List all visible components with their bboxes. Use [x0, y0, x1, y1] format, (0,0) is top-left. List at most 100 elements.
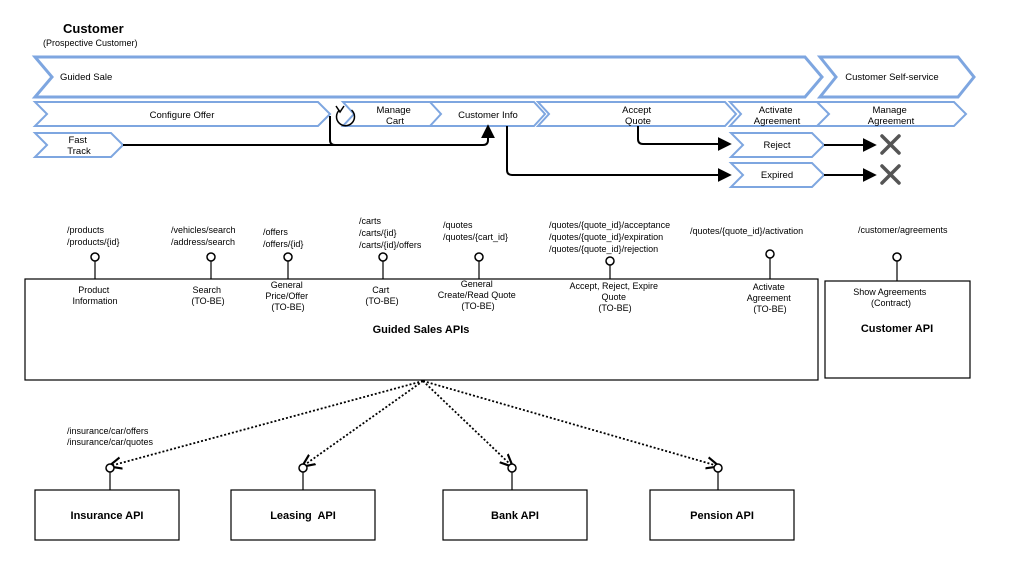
step-customer-info-shape: [427, 101, 547, 127]
endpoint-label: Product Information: [72, 285, 117, 306]
backend-leasing-api: Leasing API: [230, 463, 376, 541]
endpoint-paths: /insurance/car/offers /insurance/car/quo…: [67, 426, 154, 447]
endpoint-product-information: /products /products/{id} Product Informa…: [67, 225, 120, 306]
guided-sales-api-title: Guided Sales APIs: [373, 324, 470, 336]
flow-arrows: [123, 116, 877, 182]
backend-insurance-api: /insurance/car/offers /insurance/car/quo…: [34, 426, 180, 541]
pension-api-title: Pension API: [690, 510, 754, 522]
step-reject-label: Reject: [764, 140, 791, 151]
step-manage-agreement-label: Manage Agreement: [868, 105, 915, 127]
step-configure-offer: Configure Offer: [32, 101, 332, 127]
endpoint-paths: /customer/agreements: [858, 225, 948, 235]
flow-fast-track-to-customer-info: [123, 124, 495, 146]
dependency-leasing: [303, 380, 424, 466]
step-configure-offer-label: Configure Offer: [150, 110, 215, 121]
interface-icon: [206, 252, 216, 262]
step-fast-track-label: Fast Track: [67, 135, 91, 157]
loop-icon: [335, 105, 356, 127]
endpoint-general-price-offer: /offers /offers/{id} General Price/Offer…: [263, 227, 310, 312]
step-manage-agreement: Manage Agreement: [814, 101, 968, 127]
insurance-api-box: [34, 489, 180, 541]
interface-icon: [713, 463, 723, 473]
customer-api-title: Customer API: [861, 323, 933, 335]
endpoint-label: Cart (TO-BE): [365, 285, 398, 306]
dependency-pension: [422, 380, 718, 466]
interface-icon: [378, 252, 388, 262]
step-manage-agreement-shape: [814, 101, 968, 127]
step-accept-quote-line-2: Quote: [625, 116, 651, 127]
endpoint-label: Show Agreements (Contract): [853, 287, 929, 308]
interface-icon: [507, 463, 517, 473]
step-manage-agreement-line-1: Manage: [873, 105, 907, 116]
flow-accept-quote-to-reject: [637, 126, 732, 151]
phase-self-service: Customer Self-service: [816, 55, 976, 99]
endpoint-paths: /quotes/{quote_id}/acceptance /quotes/{q…: [549, 220, 673, 254]
endpoint-label: General Price/Offer (TO-BE): [265, 280, 310, 312]
guided-sales-api: Guided Sales APIs /products /products/{i…: [24, 216, 819, 381]
endpoint-show-agreements: /customer/agreements Show Agreements (Co…: [853, 225, 948, 308]
pension-api-box: [649, 489, 795, 541]
flow-customer-info-to-expired: [506, 126, 732, 182]
interface-icon: [283, 252, 293, 262]
endpoint-create-read-quote: /quotes /quotes/{cart_id} General Create…: [438, 220, 519, 311]
endpoint-activate-agreement: /quotes/{quote_id}/activation Activate A…: [690, 226, 803, 314]
step-accept-quote-shape: [535, 101, 738, 127]
step-expired: Expired: [728, 162, 826, 188]
step-expired-label: Expired: [761, 170, 793, 181]
actor-title: Customer: [63, 21, 124, 36]
step-accept-quote: Accept Quote: [535, 101, 738, 127]
backend-pension-api: Pension API: [649, 463, 795, 541]
step-activate-agreement-label: Activate Agreement: [754, 105, 801, 127]
step-reject-shape: [728, 132, 826, 158]
interface-icon: [105, 463, 115, 473]
endpoint-label: General Create/Read Quote (TO-BE): [438, 279, 519, 311]
endpoint-accept-reject-expire-quote: /quotes/{quote_id}/acceptance /quotes/{q…: [549, 220, 673, 313]
flow-configure-to-customer-info: [329, 116, 483, 146]
dependency-bank: [422, 380, 512, 466]
interface-icon: [90, 252, 100, 262]
endpoint-paths: /products /products/{id}: [67, 225, 120, 247]
step-fast-track-shape: [32, 132, 125, 158]
backend-bank-api: Bank API: [442, 463, 588, 541]
step-manage-cart-label: Manage Cart: [377, 105, 414, 127]
step-expired-shape: [728, 162, 826, 188]
endpoint-paths: /quotes /quotes/{cart_id}: [443, 220, 508, 242]
step-manage-agreement-line-2: Agreement: [868, 116, 915, 127]
cross-icon-reject: [880, 134, 901, 155]
dependency-insurance: [110, 380, 424, 466]
step-fast-track: Fast Track: [32, 132, 125, 158]
step-reject: Reject: [728, 132, 826, 158]
loop-icon-head: [335, 105, 345, 114]
interface-icon: [765, 249, 775, 259]
actor-subtitle: (Prospective Customer): [43, 38, 138, 48]
endpoint-paths: /quotes/{quote_id}/activation: [690, 226, 803, 236]
step-customer-info: Customer Info: [427, 101, 547, 127]
endpoint-paths: /carts /carts/{id} /carts/{id}/offers: [359, 216, 422, 250]
endpoint-search: /vehicles/search /address/search Search …: [171, 225, 238, 306]
endpoint-label: Activate Agreement (TO-BE): [747, 282, 794, 314]
step-fast-track-line-1: Fast: [68, 135, 87, 146]
bank-api-title: Bank API: [491, 510, 539, 522]
insurance-api-title: Insurance API: [71, 510, 144, 522]
dependency-arrows: [110, 380, 718, 466]
step-activate-agreement-line-2: Agreement: [754, 116, 801, 127]
phase-self-service-shape: [816, 55, 976, 99]
step-accept-quote-line-1: Accept: [622, 105, 651, 116]
step-manage-cart: Manage Cart: [340, 101, 446, 127]
endpoint-cart: /carts /carts/{id} /carts/{id}/offers Ca…: [359, 216, 422, 306]
endpoint-label: Search (TO-BE): [191, 285, 224, 306]
step-customer-info-label: Customer Info: [458, 110, 518, 121]
customer-api-box: [824, 280, 971, 379]
phase-guided-sale-label: Guided Sale: [60, 72, 112, 83]
step-activate-agreement-line-1: Activate: [759, 105, 793, 116]
loop-icon-circle: [335, 109, 356, 127]
leasing-api-box: [230, 489, 376, 541]
step-accept-quote-label: Accept Quote: [622, 105, 654, 127]
phase-guided-sale: Guided Sale: [31, 55, 824, 99]
phase-self-service-label: Customer Self-service: [845, 72, 938, 83]
customer-actor: Customer (Prospective Customer): [43, 21, 138, 48]
phase-guided-sale-shape: [31, 55, 824, 99]
endpoint-paths: /vehicles/search /address/search: [171, 225, 238, 247]
step-manage-cart-line-2: Cart: [386, 116, 404, 127]
